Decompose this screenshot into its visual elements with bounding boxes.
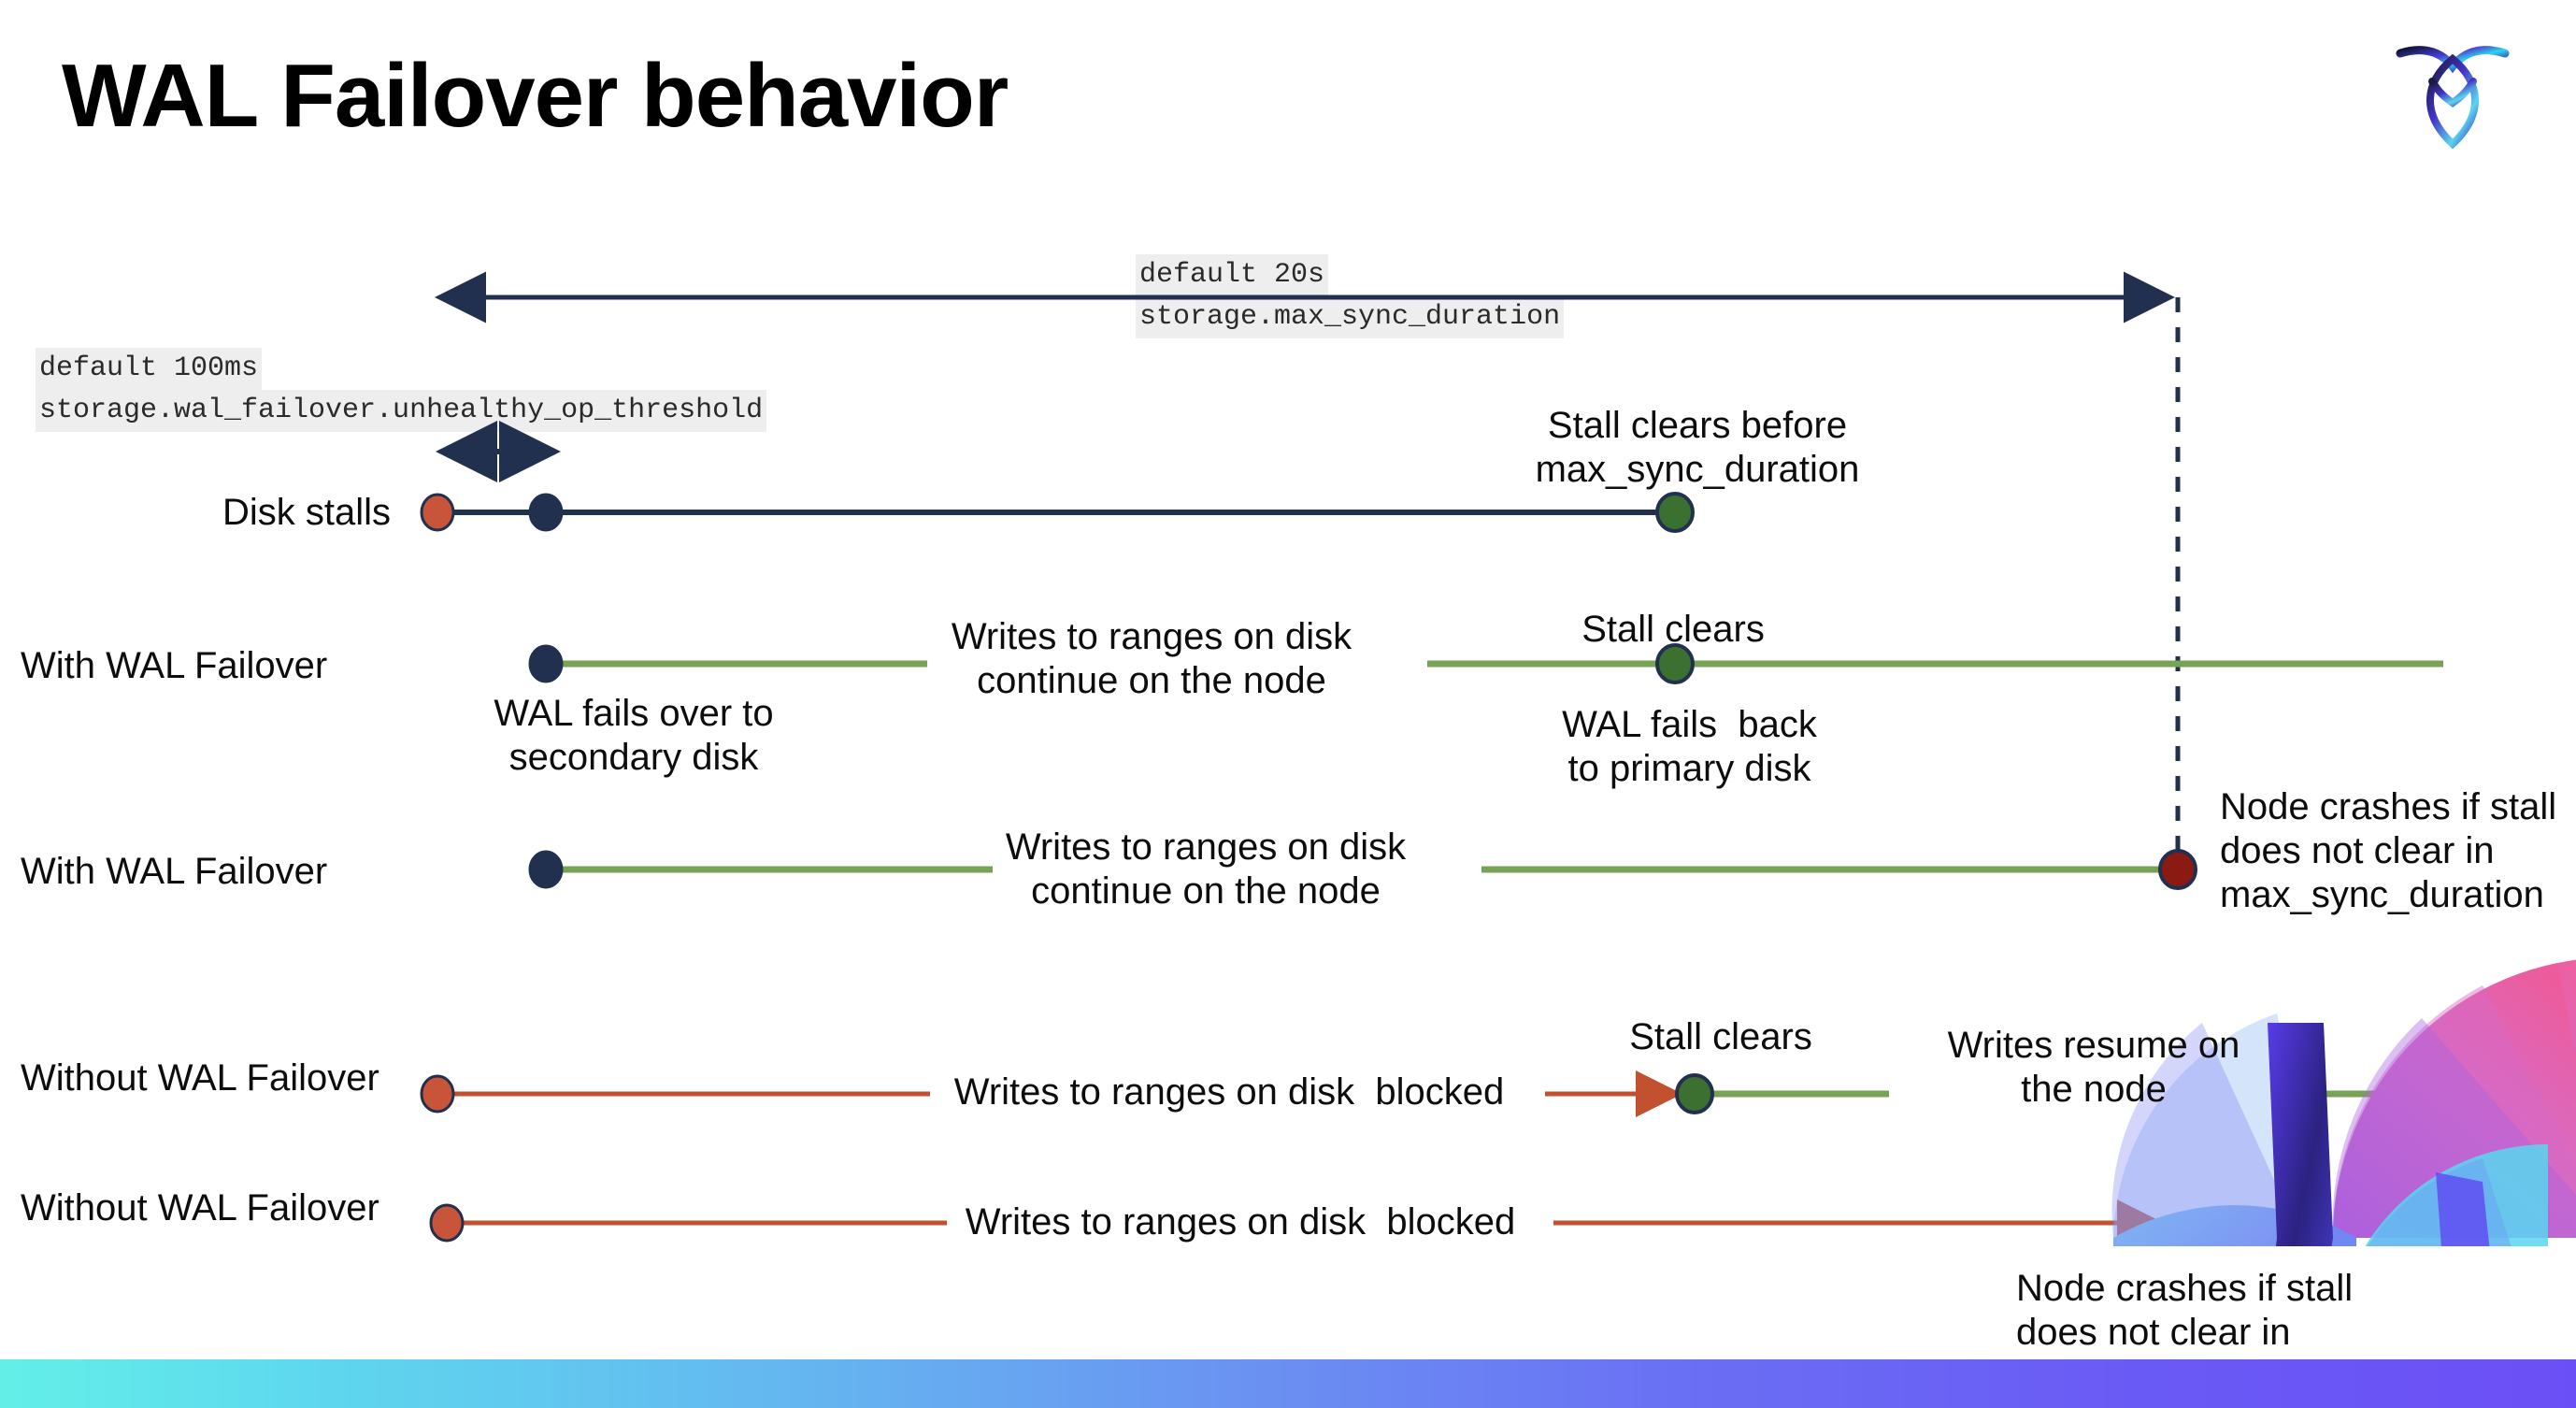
annotation-unhealthy-setting: storage.wal_failover.unhealthy_op_thresh… [36,390,767,432]
cockroachdb-logo-icon [2387,28,2518,166]
caption-stall-clears-1: Stall clears [1581,609,1765,650]
caption-writes-blocked-1: Writes to ranges on disk blocked [953,1071,1505,1113]
marker-stall-clears [1655,643,1695,684]
caption-wal-fails-back: WAL fails back to primary disk [1562,704,1817,789]
caption-wal-fails-over: WAL fails over to secondary disk [494,693,774,778]
caption-writes-continue-1: Writes to ranges on disk continue on the… [951,616,1352,701]
marker-node-crash [2158,849,2197,890]
marker-wal-fails-over [528,644,564,683]
annotation-unhealthy-default: default 100ms [36,348,263,390]
marker-stall-start [420,1074,455,1113]
caption-stall-clears-before: Stall clears before max_sync_duration [1535,405,1860,490]
callout-box-node-crashes [1944,1246,2576,1363]
row-label-with-wal-failover-1: With WAL Failover [21,645,328,686]
caption-writes-continue-2: Writes to ranges on disk continue on the… [1005,826,1407,912]
marker-wal-fails-over [528,850,564,889]
timeline-with-failover-2 [528,849,2197,890]
annotation-unhealthy-op-threshold: default 100ms storage.wal_failover.unhea… [36,348,767,432]
marker-threshold-reached [528,493,564,532]
marker-stall-start [429,1203,465,1243]
page-title: WAL Failover behavior [62,46,1009,146]
caption-node-crashes-1: Node crashes if stall does not clear in … [2220,786,2557,915]
row-label-without-wal-failover-2: Without WAL Failover [21,1187,379,1228]
marker-stall-clears [1675,1073,1714,1114]
row-label-disk-stalls: Disk stalls [222,492,392,533]
caption-writes-blocked-2: Writes to ranges on disk blocked [965,1201,1516,1243]
caption-writes-resume: Writes resume on the node [1947,1025,2240,1110]
timeline-disk-stalls [420,492,1695,533]
row-label-with-wal-failover-2: With WAL Failover [21,851,328,892]
marker-stall-clears [1655,492,1695,533]
marker-stall-start [420,493,455,532]
bottom-gradient-bar [0,1359,2576,1408]
timeline-without-failover-2 [429,1200,2164,1246]
timeline-with-failover-1 [528,643,2443,684]
row-label-without-wal-failover-1: Without WAL Failover [21,1057,379,1099]
caption-stall-clears-2: Stall clears [1629,1016,1812,1057]
